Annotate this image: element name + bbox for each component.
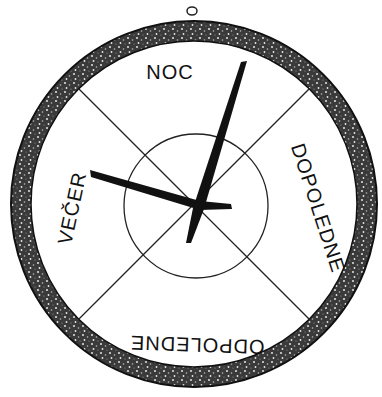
hand-pivot [194,201,204,211]
inner-circle [124,134,268,278]
period-label: DOPOLEDNE [288,141,349,275]
clock-rim [11,21,377,387]
minute-hand [186,61,247,243]
clock-face [31,41,357,367]
divider-line [79,89,310,320]
period-label: VEČER [55,170,90,246]
period-label: ODPOLEDNE [129,333,264,358]
period-label: NOC [146,62,193,82]
hanger-loop [187,7,197,15]
divider-line [79,89,310,320]
